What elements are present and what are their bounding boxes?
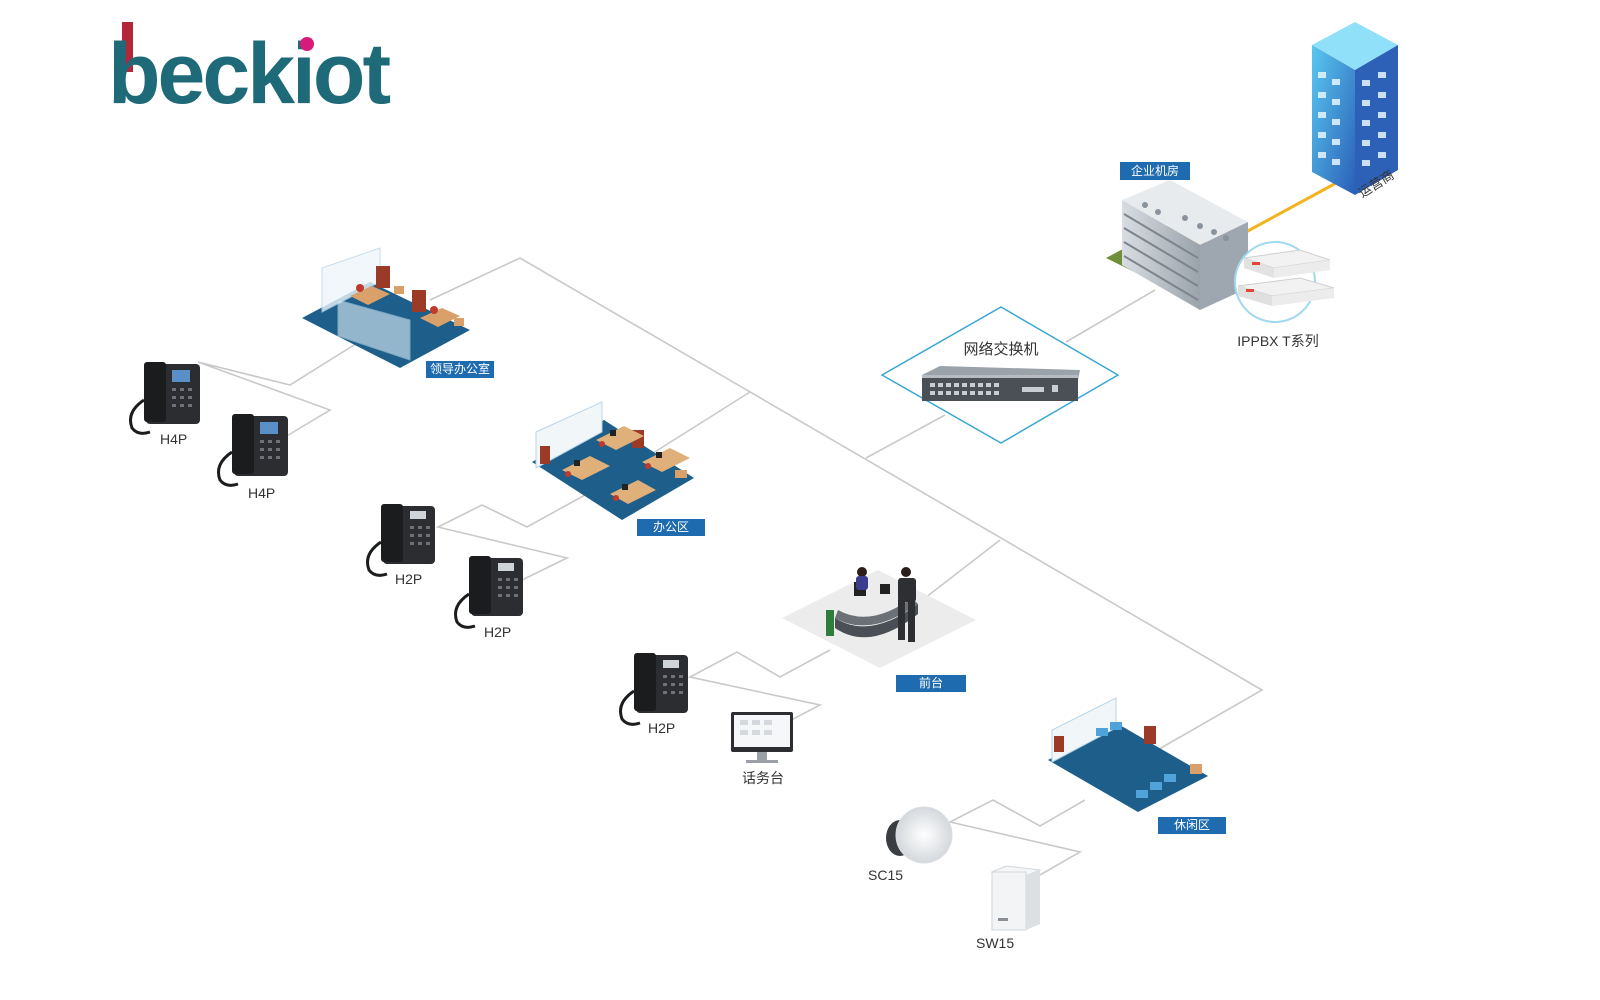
server-room-label: 企业机房	[1131, 163, 1179, 178]
isp-building-icon: 运营商	[1312, 22, 1398, 201]
ippbx-icon: IPPBX T系列	[1234, 241, 1335, 349]
office-area-label-bg	[637, 519, 705, 536]
reception-area: 前台	[782, 567, 976, 692]
lounge-speaker-link	[947, 799, 1086, 876]
exec-office-label-bg	[426, 361, 494, 378]
exec-office-label: 领导办公室	[430, 361, 490, 376]
switch-trunk-link	[865, 414, 946, 459]
sc15-label: SC15	[868, 867, 903, 883]
network-links	[197, 257, 1264, 876]
office-area: 办公区	[532, 401, 705, 536]
ip-phone-h4p-1: H4P	[129, 362, 200, 447]
lounge-label: 休闲区	[1174, 818, 1210, 832]
h2p-1-label: H2P	[395, 571, 422, 587]
logo-text: beckiot	[108, 26, 390, 122]
console-label: 话务台	[742, 770, 784, 786]
office-area-label: 办公区	[653, 519, 689, 534]
reception-label-bg	[896, 675, 966, 692]
switch-label: 网络交换机	[963, 340, 1038, 358]
office-phone-link	[435, 494, 586, 581]
backbone-link	[429, 257, 1264, 761]
beckiot-logo: beckiot	[108, 22, 393, 122]
exec-phone-link	[197, 334, 371, 441]
h4p-2-label: H4P	[248, 485, 275, 501]
server-switch-link	[1065, 289, 1156, 343]
reception-label: 前台	[919, 675, 943, 690]
ip-phone-h2p-3: H2P	[619, 653, 688, 736]
network-switch-icon: 网络交换机	[880, 306, 1120, 444]
office-link	[649, 391, 751, 456]
server-room-icon: 企业机房	[1106, 162, 1256, 310]
lounge-label-bg	[1158, 817, 1226, 834]
reception-phone-link	[687, 649, 831, 729]
sw15-label: SW15	[976, 935, 1014, 951]
logo-dot	[300, 37, 314, 51]
exec-office-area: 领导办公室	[302, 247, 494, 378]
h2p-3-label: H2P	[648, 720, 675, 736]
h4p-1-label: H4P	[160, 431, 187, 447]
h2p-2-label: H2P	[484, 624, 511, 640]
lounge-area: 休闲区	[1048, 697, 1226, 834]
ip-phone-h4p-2: H4P	[217, 414, 288, 501]
server-room-label-bg	[1120, 162, 1190, 180]
ceiling-speaker-sc15-icon: SC15	[868, 806, 953, 883]
ippbx-label: IPPBX T系列	[1237, 333, 1318, 349]
ip-phone-h2p-2: H2P	[454, 556, 523, 640]
operator-console-icon: 话务台	[731, 712, 793, 786]
ip-phone-h2p-1: H2P	[366, 504, 435, 587]
isp-link	[1245, 180, 1339, 234]
reception-link	[924, 539, 1001, 599]
wall-speaker-sw15-icon: SW15	[976, 865, 1042, 951]
